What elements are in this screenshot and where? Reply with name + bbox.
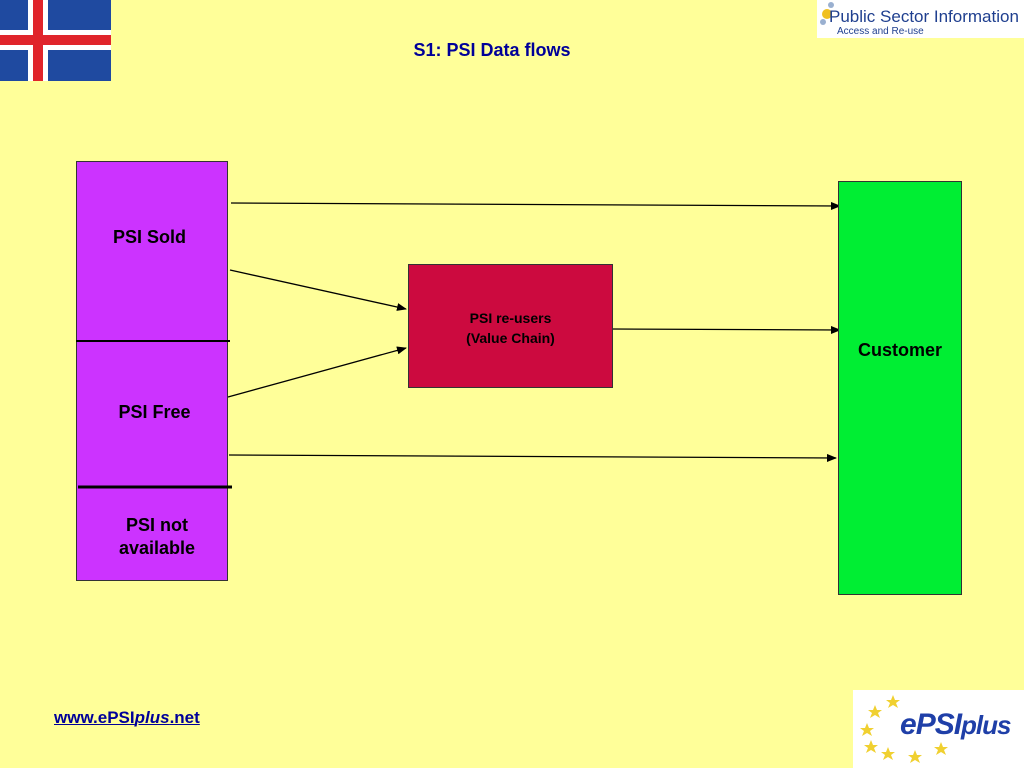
customer-box: Customer: [838, 181, 962, 595]
star-icon: [860, 695, 948, 763]
segment-psi-free: PSI Free: [118, 402, 191, 422]
psi-logo-title: Public Sector Information: [829, 7, 1019, 26]
epsi-logo-e: e: [900, 708, 917, 741]
epsiplus-logo: ePSIplus: [853, 690, 1024, 768]
epsiplus-website-link[interactable]: www.ePSIplus.net: [54, 708, 200, 728]
epsi-logo-psi: PSI: [915, 708, 962, 741]
segment-psi-sold: PSI Sold: [112, 227, 186, 247]
arrow-reusers-to-customer: [611, 325, 841, 334]
psi-reusers-line1: PSI re-users: [469, 310, 552, 326]
segment-psi-not-available: PSI not available: [82, 514, 232, 560]
footer-url-prefix: www.ePSI: [54, 708, 135, 727]
page-title: S1: PSI Data flows: [413, 40, 571, 60]
psi-logo-subtitle: Access and Re-use: [837, 26, 924, 37]
segment-psi-not-available-line1: PSI not: [126, 515, 188, 535]
epsiplus-logo-text: ePSIplus: [900, 708, 1012, 742]
psi-reusers-line2: (Value Chain): [466, 330, 555, 346]
arrow-free-to-customer: [228, 453, 837, 462]
footer-url-suffix: .net: [169, 708, 200, 727]
customer-label: Customer: [857, 340, 942, 360]
psi-reusers-box: PSI re-users (Value Chain): [408, 264, 613, 388]
iceland-flag-icon: [0, 0, 111, 81]
psi-reusers-label: PSI re-users (Value Chain): [409, 308, 612, 348]
psi-logo: Public Sector Information Access and Re-…: [817, 0, 1024, 38]
psi-source-box: PSI Sold PSI Free PSI not available: [76, 161, 232, 581]
epsi-logo-plus: plus: [961, 710, 1011, 740]
arrow-sold-to-reusers: [229, 269, 407, 311]
segment-dividers: [76, 340, 232, 489]
arrow-free-to-reusers: [227, 346, 407, 398]
segment-psi-not-available-line2: available: [118, 538, 196, 558]
footer-url-italic: plus: [134, 708, 170, 727]
arrow-sold-to-customer: [230, 201, 841, 210]
